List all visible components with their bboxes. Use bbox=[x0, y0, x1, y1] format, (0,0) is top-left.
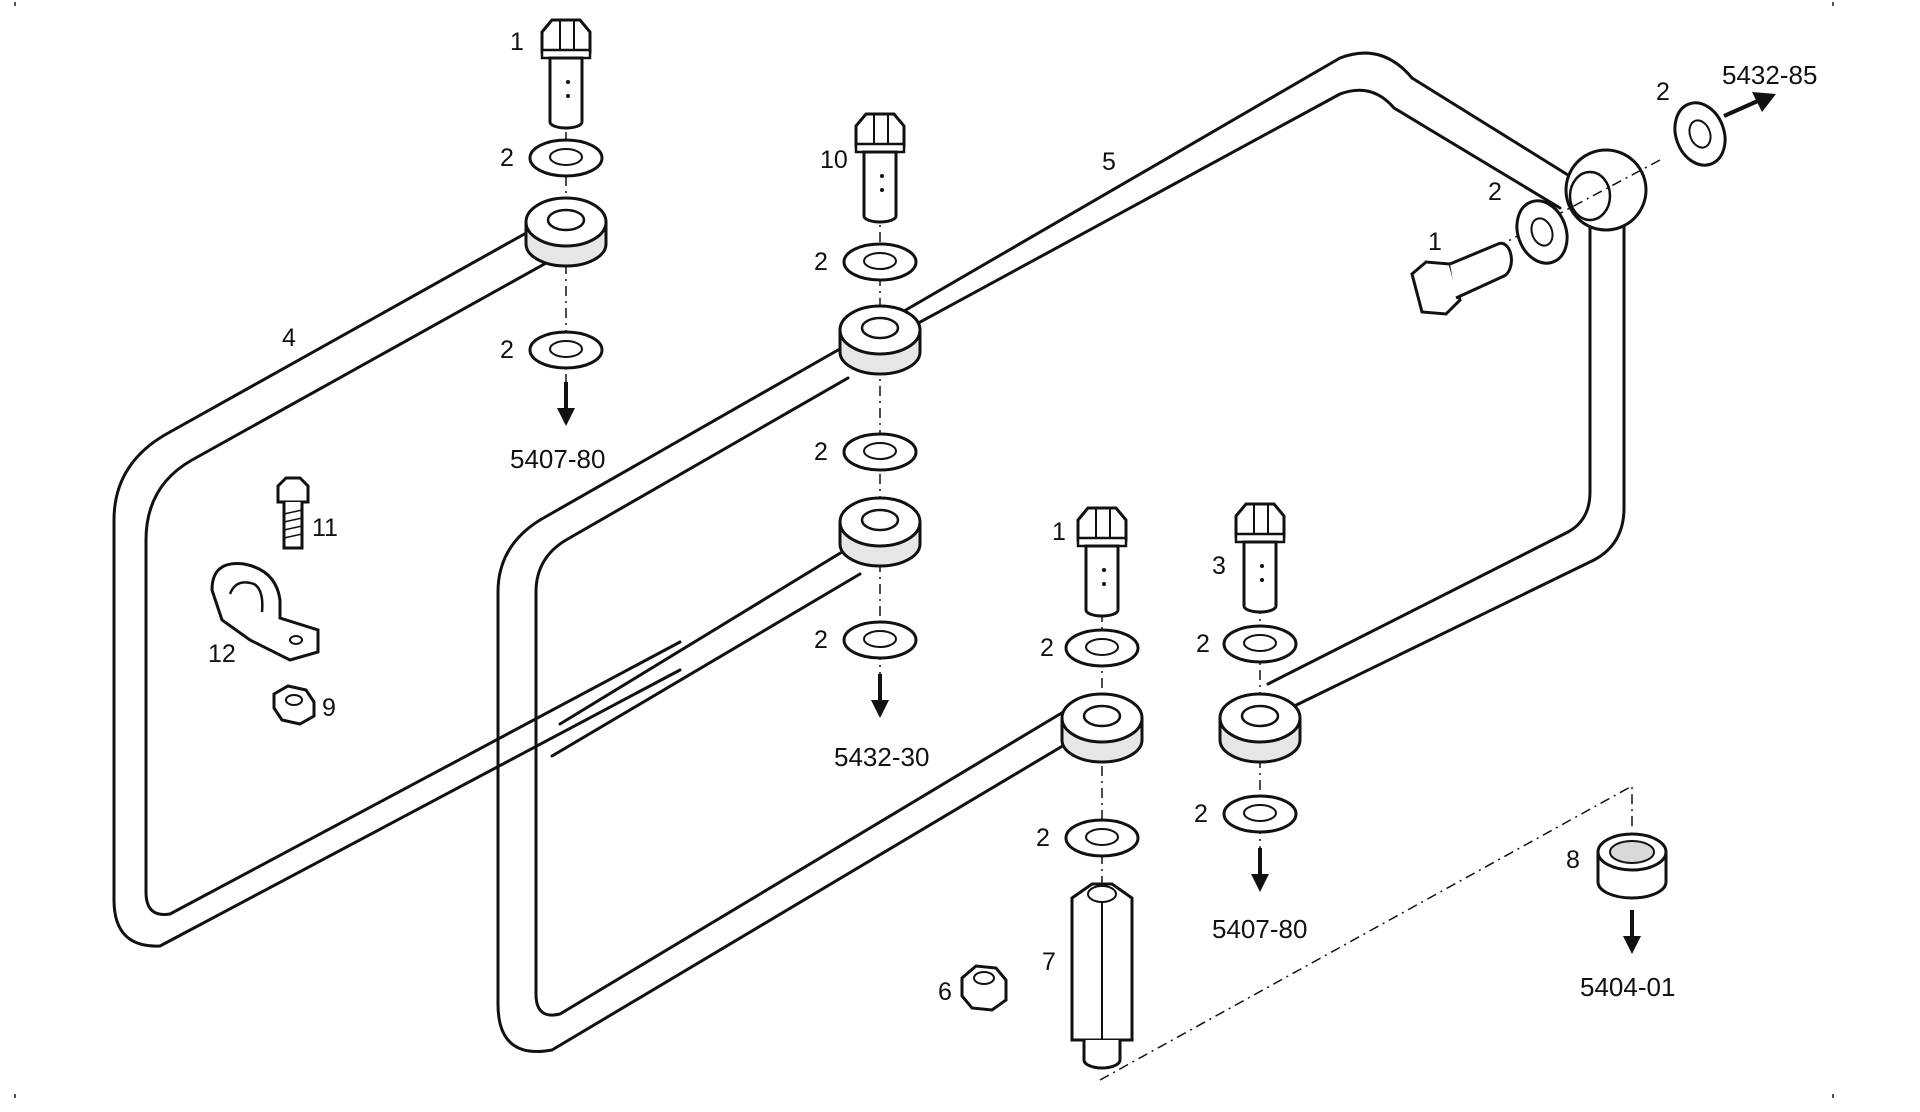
arrow-5407-80-left bbox=[555, 380, 577, 428]
label-12: 12 bbox=[208, 640, 236, 668]
label-3: 3 bbox=[1212, 552, 1226, 580]
adapter-fitting-7 bbox=[1070, 882, 1134, 1070]
label-2-i: 2 bbox=[1194, 800, 1208, 828]
pipe-5-eye-upper bbox=[838, 304, 922, 376]
label-2-g: 2 bbox=[1036, 824, 1050, 852]
banjo-bolt-1-horizontal bbox=[1410, 241, 1513, 316]
washer-2-j bbox=[1515, 199, 1569, 265]
ref-5432-85: 5432-85 bbox=[1722, 60, 1817, 90]
pipe-eye-lower-right bbox=[1218, 692, 1302, 764]
washer-2-i bbox=[1222, 794, 1298, 834]
arrow-5432-30 bbox=[869, 672, 891, 720]
label-8: 8 bbox=[1566, 846, 1580, 874]
label-2-j: 2 bbox=[1488, 178, 1502, 206]
label-2-a: 2 bbox=[500, 144, 514, 172]
ref-5404-01: 5404-01 bbox=[1580, 972, 1675, 1002]
ref-5432-30: 5432-30 bbox=[834, 742, 929, 772]
banjo-bolt-10 bbox=[854, 112, 906, 224]
banjo-bolt-1-top bbox=[540, 18, 592, 130]
banjo-bolt-1-lower bbox=[1076, 506, 1128, 618]
washer-2-d bbox=[842, 432, 918, 472]
part-labels: 1 2 2 4 10 2 2 2 5 2 2 1 11 12 9 1 2 2 7… bbox=[208, 28, 1670, 1006]
label-2-b: 2 bbox=[500, 336, 514, 364]
label-6: 6 bbox=[938, 978, 952, 1006]
label-2-f: 2 bbox=[1040, 634, 1054, 662]
bolt-11 bbox=[276, 476, 310, 550]
label-2-d: 2 bbox=[814, 438, 828, 466]
banjo-bolt-3 bbox=[1234, 502, 1286, 614]
label-1-horizontal: 1 bbox=[1428, 228, 1442, 256]
label-1-lower: 1 bbox=[1052, 518, 1066, 546]
label-4: 4 bbox=[282, 324, 296, 352]
label-10: 10 bbox=[820, 146, 848, 174]
pipe-5 bbox=[496, 51, 1626, 1053]
reference-labels: 5407-80 5432-30 5432-85 5407-80 5404-01 bbox=[510, 60, 1817, 1002]
label-2-c: 2 bbox=[814, 248, 828, 276]
pipe-5-eye-middle bbox=[838, 496, 922, 568]
arrow-5404-01 bbox=[1621, 908, 1643, 956]
sleeve-8 bbox=[1596, 832, 1668, 900]
ref-5407-80-left: 5407-80 bbox=[510, 444, 605, 474]
label-2-e: 2 bbox=[814, 626, 828, 654]
label-2-k: 2 bbox=[1656, 78, 1670, 106]
washer-2-h bbox=[1222, 624, 1298, 664]
label-9: 9 bbox=[322, 694, 336, 722]
washer-2-g bbox=[1064, 818, 1140, 858]
pipe-4 bbox=[112, 230, 682, 948]
label-1-top: 1 bbox=[510, 28, 524, 56]
pipe-eye-lower-left bbox=[1060, 692, 1144, 764]
ref-5407-80-right: 5407-80 bbox=[1212, 914, 1307, 944]
label-2-h: 2 bbox=[1196, 630, 1210, 658]
label-5: 5 bbox=[1102, 148, 1116, 176]
washer-2-f bbox=[1064, 628, 1140, 668]
corner-marks bbox=[14, 2, 1834, 1098]
pipe-eye-right bbox=[1564, 148, 1648, 232]
label-7: 7 bbox=[1042, 948, 1056, 976]
washer-2-a bbox=[528, 138, 604, 178]
clamp-12 bbox=[210, 562, 320, 662]
arrow-5407-80-right bbox=[1249, 846, 1271, 894]
washer-2-e bbox=[842, 620, 918, 660]
washer-2-c bbox=[842, 242, 918, 282]
washer-2-k bbox=[1673, 101, 1727, 167]
washer-2-b bbox=[528, 330, 604, 370]
nut-9 bbox=[272, 684, 316, 726]
label-11: 11 bbox=[312, 514, 338, 542]
nut-6 bbox=[960, 964, 1008, 1012]
arrow-5432-85 bbox=[1723, 92, 1776, 118]
pipe-4-eye bbox=[524, 196, 608, 268]
